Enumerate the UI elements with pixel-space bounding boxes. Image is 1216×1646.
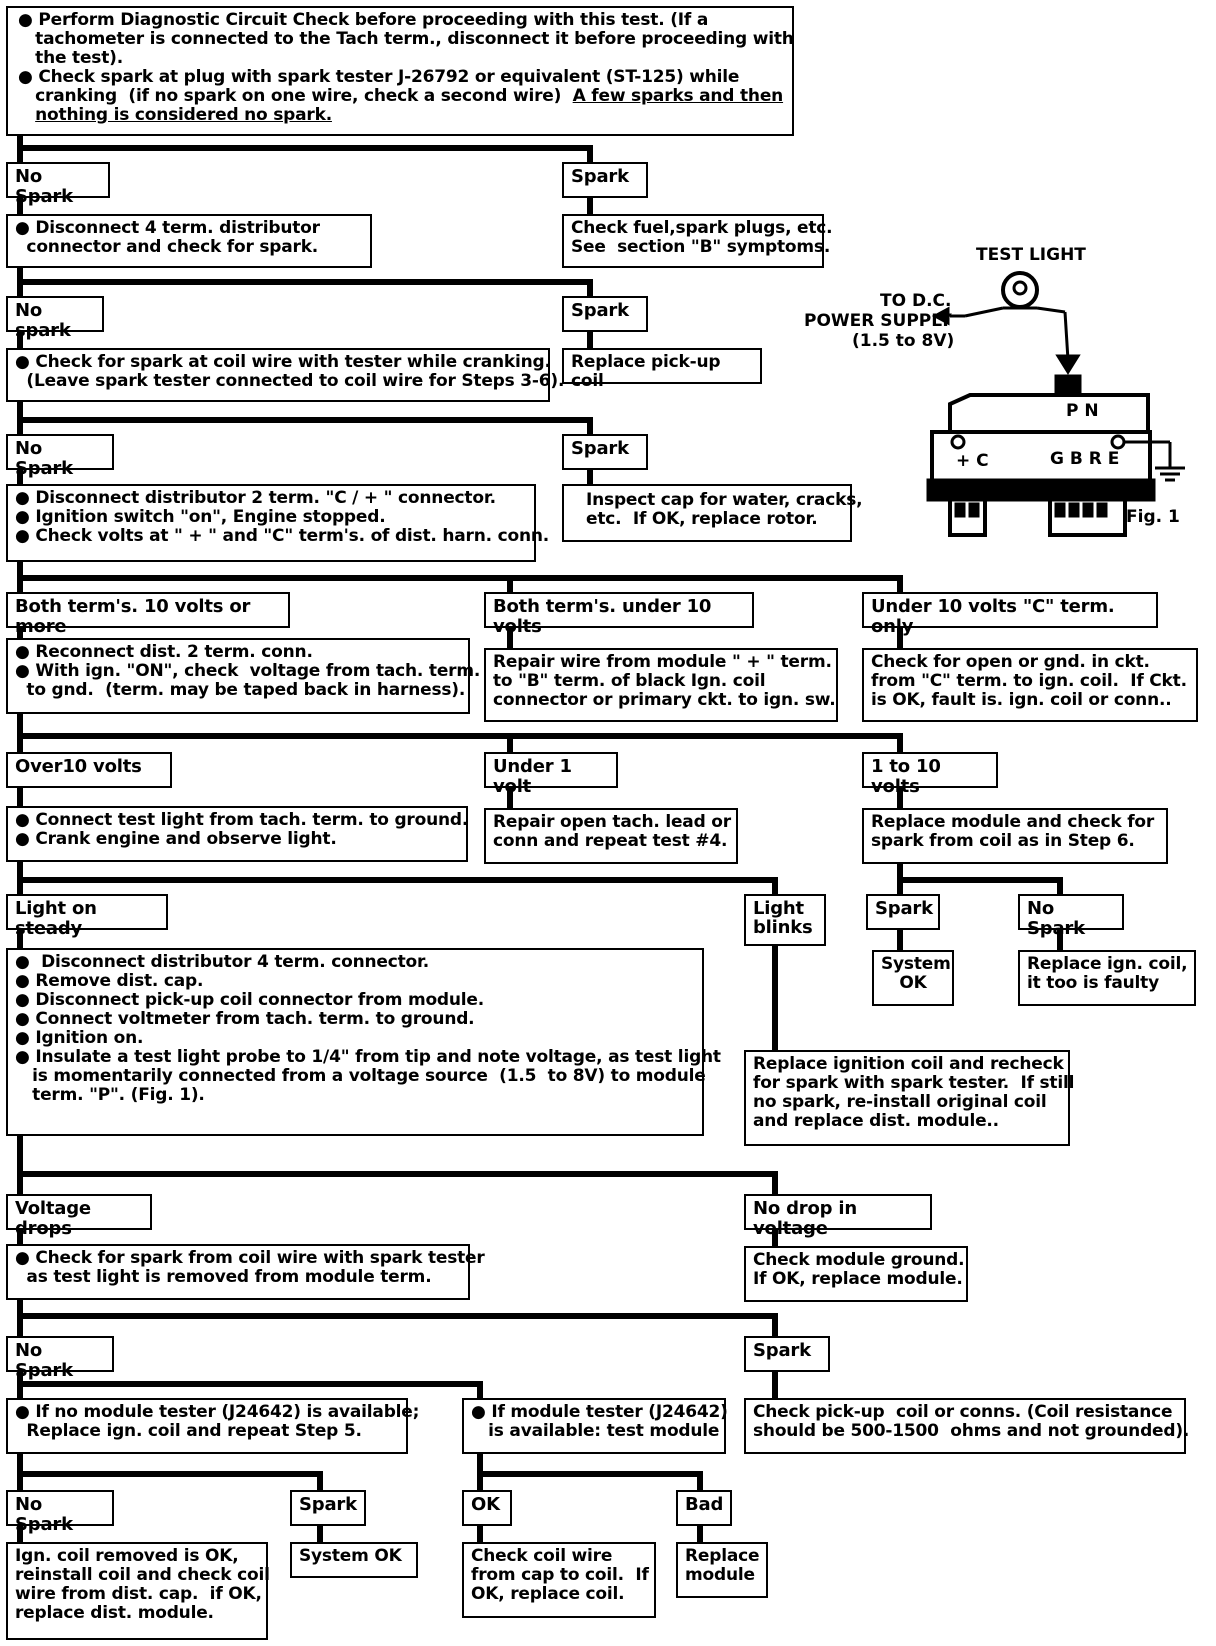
plus-c-terminal-label: + C — [956, 451, 989, 471]
label-no-spark: No Spark — [1018, 894, 1124, 939]
label-light-blinks: Light blinks — [744, 894, 826, 946]
action-replace-module-final: Replace module — [676, 1542, 768, 1598]
action-inspect-cap: Inspect cap for water, cracks, etc. If O… — [562, 484, 863, 542]
action-check-coil-wire-cap: Check coil wire from cap to coil. If OK,… — [462, 1542, 656, 1618]
label-spark: Spark — [290, 1490, 366, 1526]
label-no-drop: No drop in voltage — [744, 1194, 932, 1239]
intro-line: the test). — [18, 48, 123, 68]
label-spark: Spark — [562, 296, 648, 332]
action-check-open: Check for open or gnd. in ckt. from "C" … — [862, 648, 1198, 722]
gbre-terminal-label: G B R E — [1050, 449, 1120, 469]
action-check-module-ground: Check module ground. If OK, replace modu… — [744, 1246, 968, 1302]
fig-label: Fig. 1 — [1126, 507, 1180, 527]
action-disconnect-4-term: ● Disconnect 4 term. distributor connect… — [6, 214, 372, 268]
label-ok: OK — [462, 1490, 512, 1526]
label-over-10: Over10 volts — [6, 752, 172, 788]
label-no-spark: No Spark — [6, 434, 114, 479]
action-module-tester: ● If module tester (J24642) is available… — [462, 1398, 728, 1454]
label-no-spark: No spark — [6, 296, 104, 341]
intro-line: ● Perform Diagnostic Circuit Check befor… — [18, 10, 709, 30]
action-replace-ign-coil: Replace ign. coil, it too is faulty — [1018, 950, 1196, 1006]
intro-box: ● Perform Diagnostic Circuit Check befor… — [6, 6, 794, 136]
label-both-10-or-more: Both term's. 10 volts or more — [6, 592, 290, 637]
action-disconnect-distributor: ● Disconnect distributor 4 term. connect… — [6, 948, 721, 1136]
label-no-spark: No Spark — [6, 1490, 114, 1535]
label-spark: Spark — [562, 162, 648, 198]
action-replace-pickup: Replace pick-up coil — [562, 348, 762, 391]
action-disconnect-2-term: ● Disconnect distributor 2 term. "C / + … — [6, 484, 549, 562]
result-system-ok: System OK — [290, 1542, 418, 1578]
to-dc-label: TO D.C. — [880, 291, 952, 311]
pn-terminal-label: P N — [1066, 401, 1099, 421]
label-bad: Bad — [676, 1490, 732, 1526]
intro-line: cranking (if no spark on one wire, check… — [18, 86, 784, 106]
action-repair-tach: Repair open tach. lead or conn and repea… — [484, 808, 738, 864]
power-supply-label: POWER SUPPLY — [804, 311, 952, 331]
label-under-1: Under 1 volt — [484, 752, 618, 797]
test-light-label: TEST LIGHT — [976, 245, 1086, 265]
intro-line: tachometer is connected to the Tach term… — [18, 29, 794, 49]
voltage-range-label: (1.5 to 8V) — [852, 331, 955, 351]
action-check-fuel: Check fuel,spark plugs, etc. See section… — [562, 214, 833, 268]
intro-line: nothing is considered no spark. — [35, 105, 332, 125]
action-repair-wire: Repair wire from module " + " term. to "… — [484, 648, 838, 722]
action-check-pickup-coil: Check pick-up coil or conns. (Coil resis… — [744, 1398, 1189, 1454]
action-reconnect: ● Reconnect dist. 2 term. conn. ● With i… — [6, 638, 480, 714]
action-check-spark-coil-wire: ● Check for spark from coil wire with sp… — [6, 1244, 485, 1300]
label-1-to-10: 1 to 10 volts — [862, 752, 998, 797]
action-check-coil-wire: ● Check for spark at coil wire with test… — [6, 348, 564, 402]
label-both-under-10: Both term's. under 10 volts — [484, 592, 754, 637]
action-ign-coil-ok: Ign. coil removed is OK, reinstall coil … — [6, 1542, 270, 1640]
label-no-spark: No Spark — [6, 1336, 114, 1381]
label-spark: Spark — [744, 1336, 830, 1372]
label-no-spark: No Spark — [6, 162, 110, 207]
label-spark: Spark — [562, 434, 648, 470]
action-connect-test-light: ● Connect test light from tach. term. to… — [6, 806, 468, 862]
intro-line: ● Check spark at plug with spark tester … — [18, 67, 740, 87]
label-voltage-drops: Voltage drops — [6, 1194, 152, 1239]
action-replace-module: Replace module and check for spark from … — [862, 808, 1168, 864]
label-c-term-only: Under 10 volts "C" term. only — [862, 592, 1158, 637]
action-no-module-tester: ● If no module tester (J24642) is availa… — [6, 1398, 419, 1454]
result-system-ok: System OK — [872, 950, 954, 1006]
action-replace-ignition-coil: Replace ignition coil and recheck for sp… — [744, 1050, 1074, 1146]
label-light-steady: Light on steady — [6, 894, 168, 939]
label-spark: Spark — [866, 894, 940, 930]
module-figure — [926, 271, 1185, 537]
